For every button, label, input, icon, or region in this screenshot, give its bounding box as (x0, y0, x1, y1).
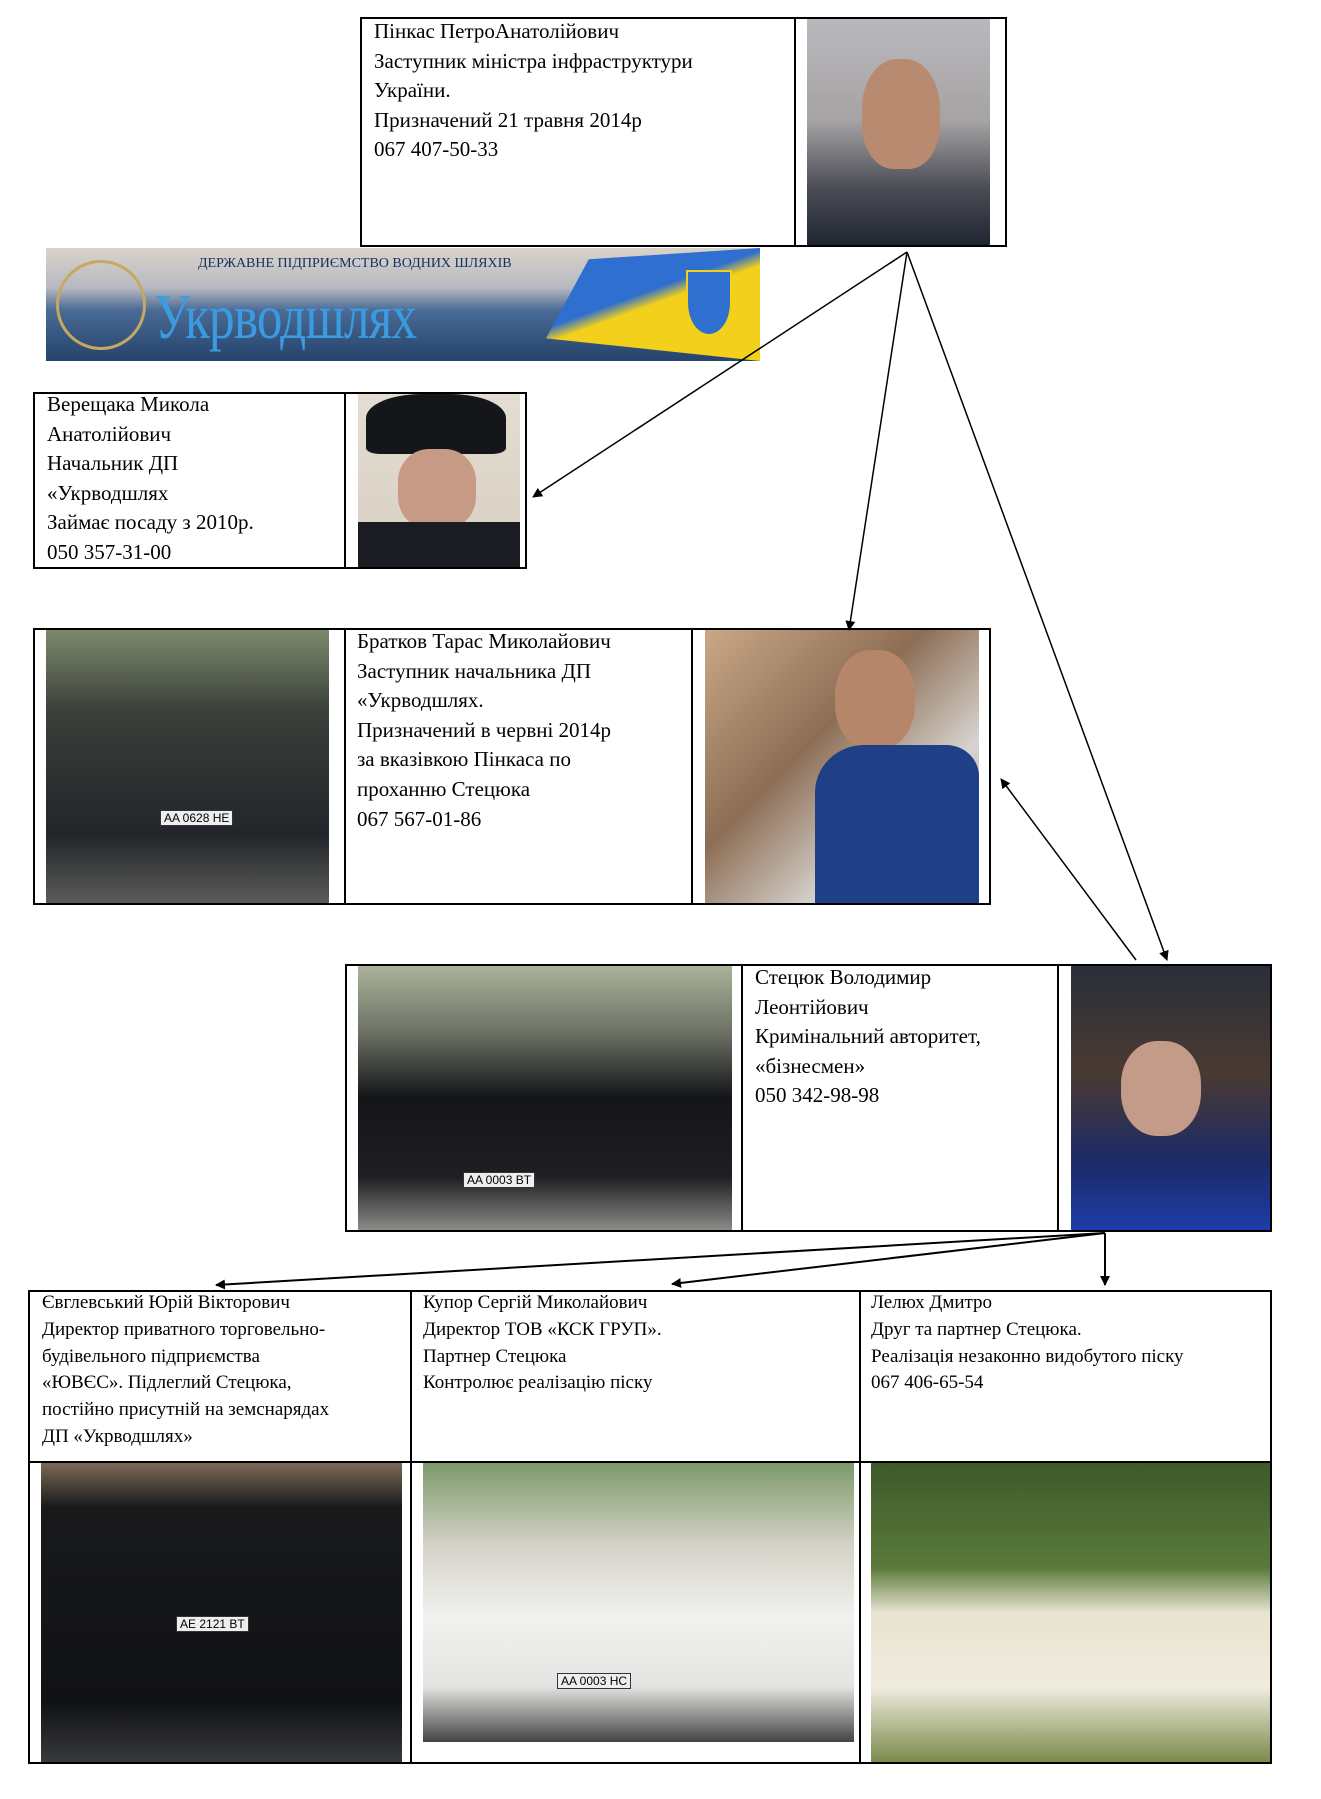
leliukh-photo (871, 1463, 1270, 1762)
arrow-pinkas-to-bratkov (845, 251, 908, 631)
license-plate: AE 2121 BT (176, 1616, 249, 1632)
license-plate: AA 0003 HC (557, 1673, 632, 1689)
person-name: Лелюх Дмитро (871, 1292, 993, 1313)
logo-subtitle: ДЕРЖАВНЕ ПІДПРИЄМСТВО ВОДНИХ ШЛЯХІВ (198, 256, 512, 271)
jacket-shape (815, 745, 979, 903)
stetsyuk-car-photo: AA 0003 BT (358, 966, 732, 1230)
kupor-car-photo: AA 0003 HC (423, 1463, 854, 1742)
face-shape (835, 650, 915, 750)
divider (344, 394, 346, 567)
position: Директор приватного торговельно- (42, 1318, 326, 1340)
person-name: Купор Сергій Миколайович (423, 1292, 648, 1313)
description: Реалізація незаконно видобутого піску (871, 1345, 1184, 1367)
organization: «Укрводшлях. (357, 688, 484, 713)
description-cont: «бізнесмен» (755, 1053, 866, 1078)
appointment: Призначений 21 травня 2014р (374, 107, 642, 132)
relation: Партнер Стецюка (423, 1345, 567, 1367)
person-patronymic: Анатолійович (47, 421, 172, 446)
trident-coat-of-arms-icon (686, 270, 732, 336)
face-shape (1121, 1041, 1201, 1136)
face-shape (398, 449, 476, 529)
divider (344, 630, 346, 903)
phone: 067 406-65-54 (871, 1372, 984, 1394)
organization: «Укрводшлях (47, 480, 169, 505)
arrow-pinkas-to-vereshchaka (532, 251, 908, 498)
pinkas-photo (807, 19, 990, 245)
description: Кримінальний авторитет, (755, 1024, 981, 1049)
logo-title: Укрводшлях (154, 281, 417, 352)
compass-emblem-icon (56, 260, 146, 350)
divider (794, 19, 796, 245)
position: Заступник міністра інфраструктури (374, 48, 693, 73)
position: Заступник начальника ДП (357, 658, 591, 683)
divider (1057, 966, 1059, 1230)
license-plate: AA 0628 HE (160, 810, 234, 826)
position-cont: України. (374, 78, 451, 103)
person-name: Пінкас ПетроАнатолійович (374, 19, 620, 43)
cap-shape (366, 394, 506, 454)
position: Директор ТОВ «КСК ГРУП». (423, 1318, 662, 1340)
stetsyuk-photo (1071, 966, 1270, 1230)
appointment: Призначений в червні 2014р (357, 717, 612, 742)
column-divider (410, 1292, 412, 1762)
face-shape (862, 59, 940, 169)
arrow-stetsyuk-to-kupor (671, 1232, 1106, 1288)
bratkov-photo (705, 630, 979, 903)
relation: Друг та партнер Стецюка. (871, 1318, 1082, 1340)
vereshchaka-photo (358, 394, 520, 567)
appointment-note: за вказівкою Пінкаса по (357, 747, 571, 772)
ukrvodshlyakh-logo: ДЕРЖАВНЕ ПІДПРИЄМСТВО ВОДНИХ ШЛЯХІВ Укрв… (46, 248, 760, 361)
person-name: Стецюк Володимир (755, 965, 932, 989)
description: «ЮВЄС». Підлеглий Стецюка, (42, 1372, 292, 1394)
arrow-stetsyuk-to-evhlevskyi (215, 1232, 1106, 1290)
position: Начальник ДП (47, 451, 179, 476)
arrow-pinkas-to-stetsyuk (906, 251, 1169, 961)
column-divider (859, 1292, 861, 1762)
row-divider (30, 1461, 1270, 1463)
person-name: Євглевський Юрій Вікторович (42, 1292, 290, 1313)
arrow-stetsyuk-to-bratkov (1000, 778, 1137, 961)
person-name: Братков Тарас Миколайович (357, 629, 611, 653)
phone: 067 567-01-86 (357, 806, 482, 831)
divider (691, 630, 693, 903)
license-plate: AA 0003 BT (463, 1172, 536, 1188)
phone: 050 357-31-00 (47, 539, 172, 564)
position-cont: будівельного підприємства (42, 1345, 260, 1367)
phone: 067 407-50-33 (374, 137, 499, 162)
evhlevskyi-car-photo: AE 2121 BT (41, 1463, 402, 1762)
description-end: ДП «Укрводшлях» (42, 1425, 193, 1447)
tenure: Займає посаду з 2010р. (47, 510, 254, 535)
uniform-shape (358, 522, 520, 567)
description: Контролює реалізацію піску (423, 1372, 653, 1394)
person-name: Верещака Микола (47, 392, 210, 416)
person-patronymic: Леонтійович (755, 994, 869, 1019)
bratkov-car-photo: AA 0628 HE (46, 630, 329, 903)
description-cont: постійно присутній на земснарядах (42, 1399, 330, 1421)
divider (741, 966, 743, 1230)
appointment-note-cont: проханню Стецюка (357, 776, 531, 801)
phone: 050 342-98-98 (755, 1083, 880, 1108)
